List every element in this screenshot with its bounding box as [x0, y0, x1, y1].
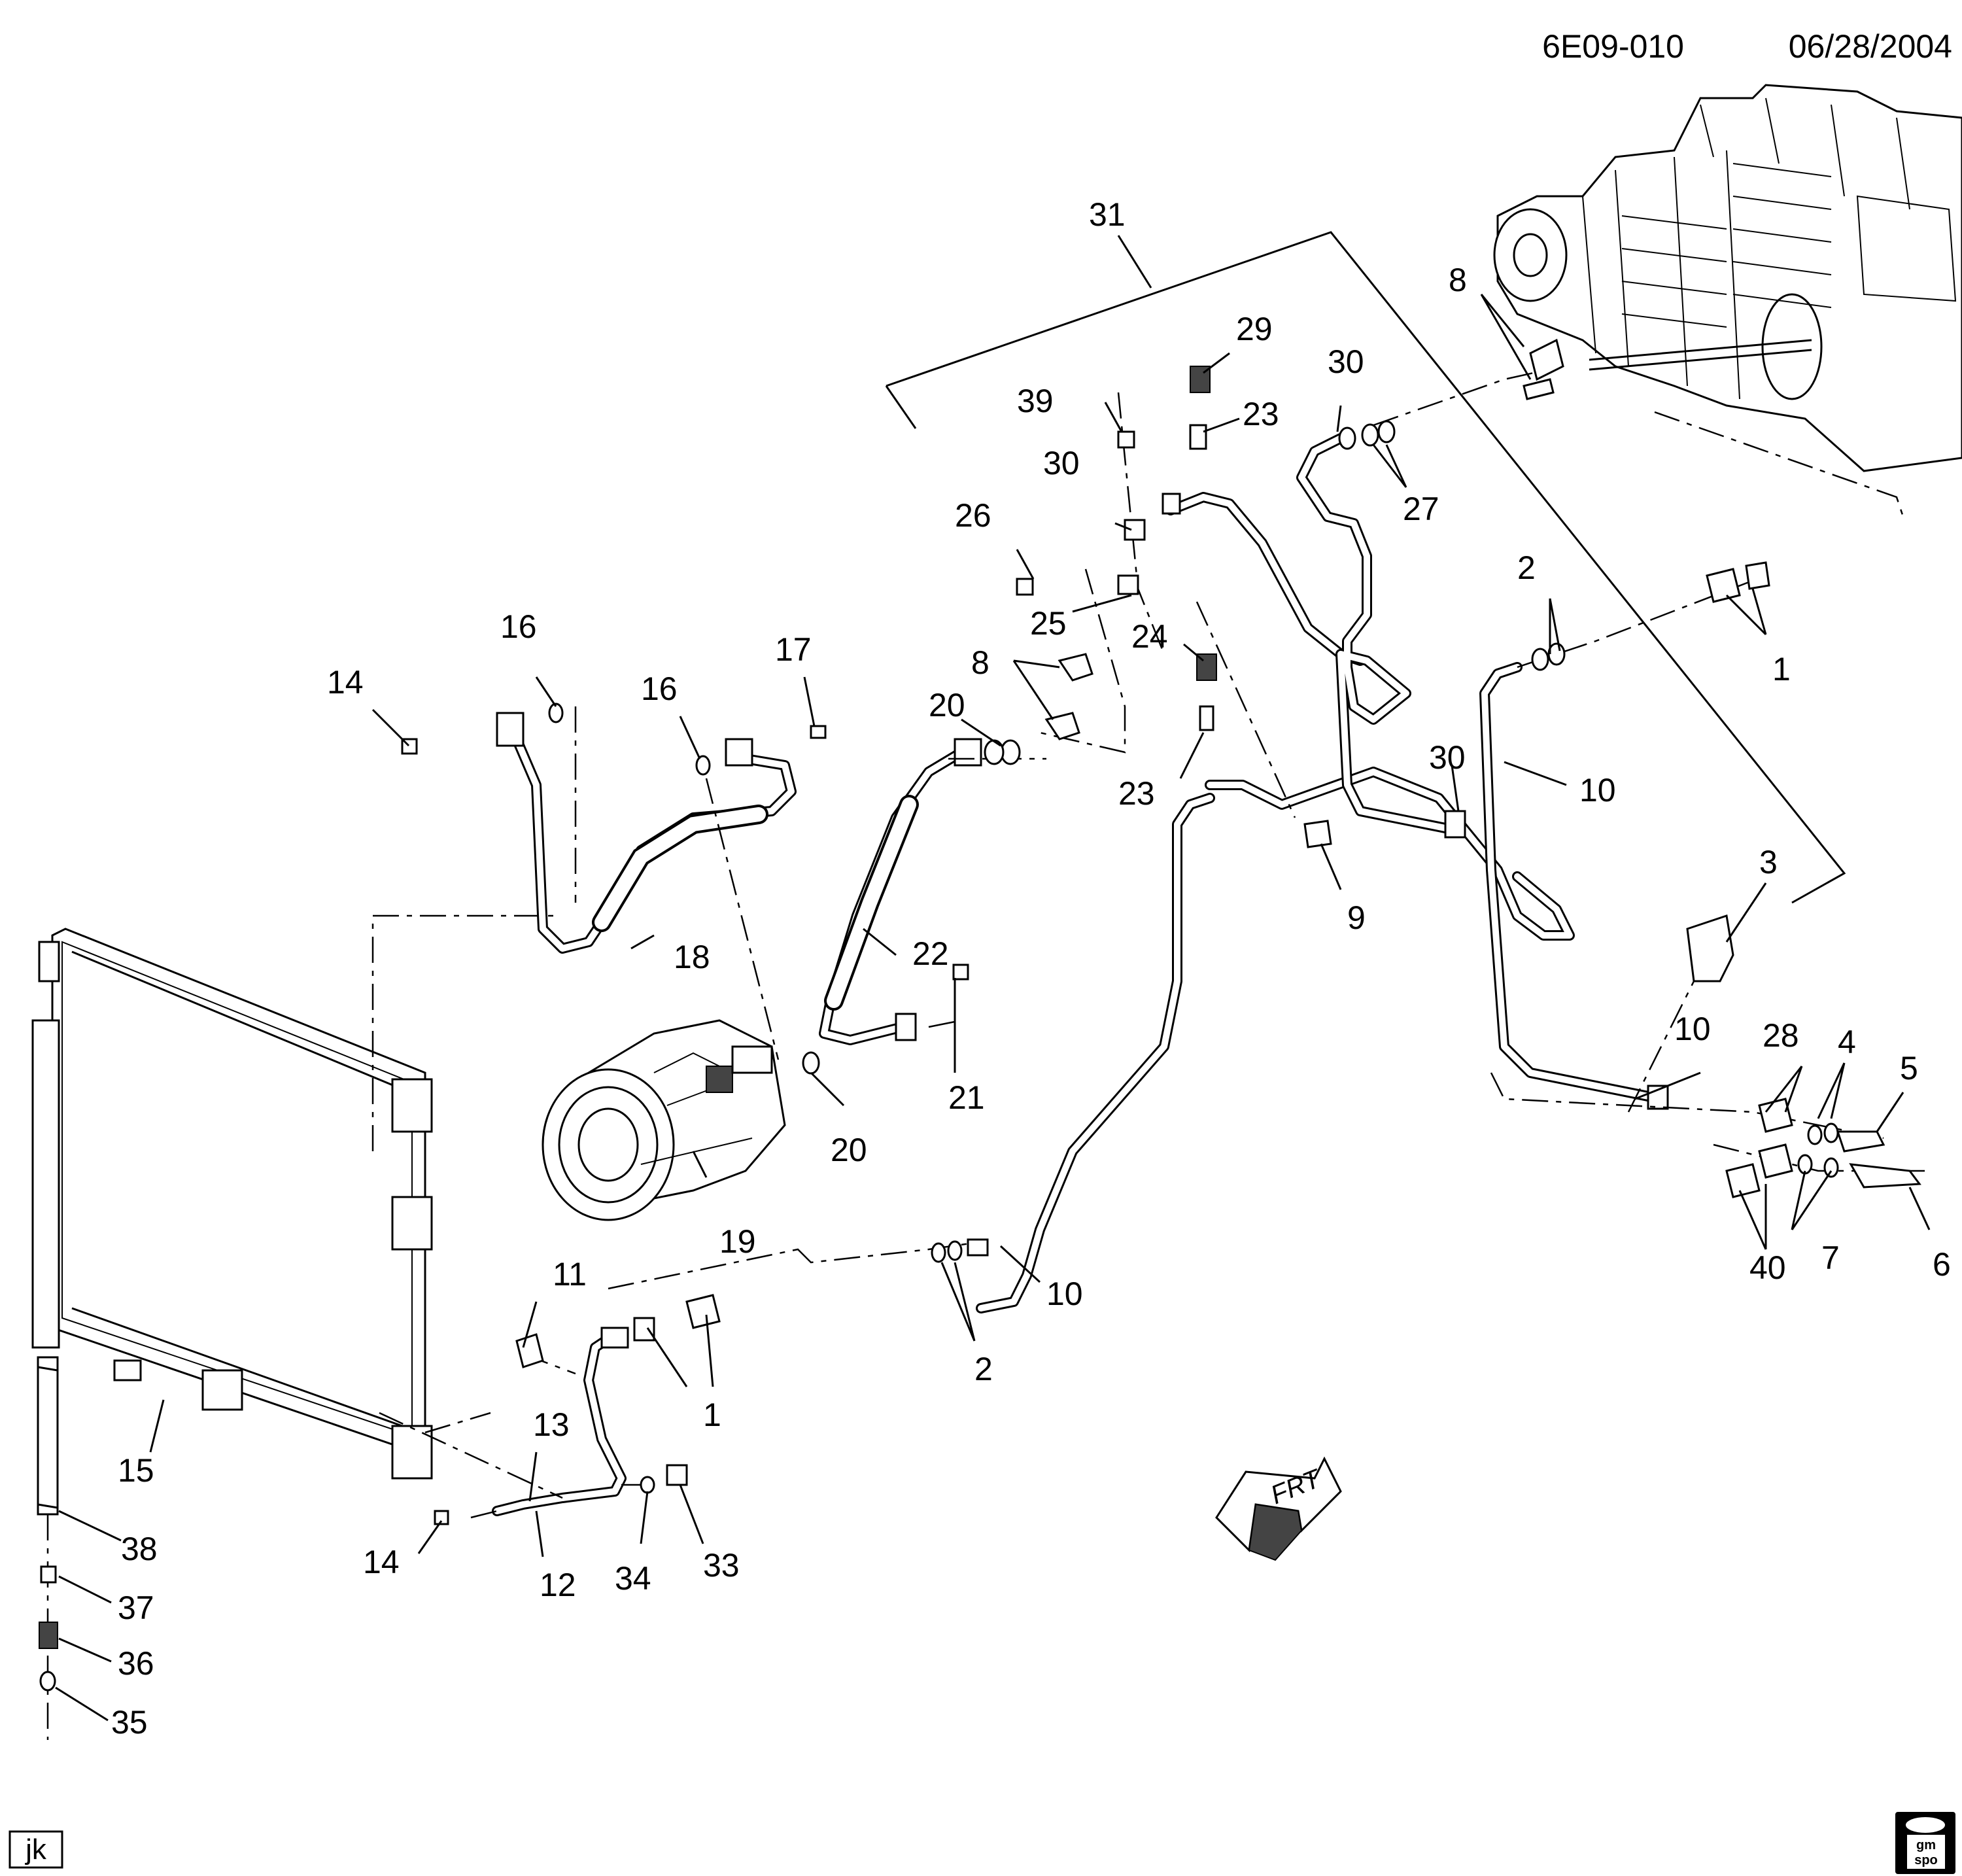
callout-2: 2	[1517, 549, 1536, 586]
callout-39: 39	[1017, 383, 1054, 419]
logo-line2: spo	[1914, 1853, 1938, 1867]
hvac-module	[1493, 84, 1962, 472]
condenser	[31, 928, 433, 1480]
callout-16: 16	[641, 670, 678, 707]
callout-37: 37	[118, 1589, 154, 1626]
front-direction-arrow-icon: FRT	[1215, 1456, 1342, 1561]
callout-30: 30	[1043, 445, 1080, 481]
callout-13: 13	[533, 1406, 570, 1443]
initials-stamp: jk	[9, 1830, 63, 1869]
callout-8: 8	[1449, 262, 1467, 298]
callout-20: 20	[831, 1132, 867, 1168]
callout-33: 33	[703, 1547, 740, 1584]
plug-36	[39, 1622, 58, 1649]
callout-14: 14	[363, 1544, 400, 1580]
diagram-date: 06/28/2004	[1789, 28, 1952, 65]
callout-18: 18	[674, 939, 710, 975]
callout-19: 19	[719, 1223, 756, 1260]
initials: jk	[24, 1833, 47, 1866]
callouts: 1 1 2 2 3 4 5 6 7 8 8 9 10 10 10 11 12 1…	[111, 196, 1951, 1741]
callout-27: 27	[1403, 491, 1439, 527]
fitting-18a	[496, 712, 525, 747]
callout-36: 36	[118, 1645, 154, 1682]
callout-15: 15	[118, 1452, 154, 1489]
callout-3: 3	[1759, 844, 1778, 880]
logo-line1: gm	[1916, 1838, 1936, 1852]
callout-8: 8	[971, 644, 990, 681]
callout-35: 35	[111, 1704, 148, 1741]
leader-lines	[55, 294, 1931, 1722]
callout-34: 34	[615, 1560, 651, 1597]
callout-10: 10	[1046, 1276, 1083, 1312]
callout-7: 7	[1821, 1240, 1840, 1276]
callout-1: 1	[703, 1397, 721, 1433]
gm-spo-logo-icon: gm spo	[1895, 1812, 1955, 1874]
callout-28: 28	[1763, 1017, 1799, 1054]
callout-2: 2	[974, 1351, 993, 1387]
callout-38: 38	[121, 1531, 158, 1567]
callout-16: 16	[500, 608, 537, 645]
diagram-id: 6E09-010	[1542, 28, 1684, 65]
callout-24: 24	[1131, 618, 1168, 655]
callout-20: 20	[929, 687, 965, 723]
callout-5: 5	[1900, 1050, 1918, 1086]
callout-4: 4	[1838, 1024, 1856, 1060]
callout-30: 30	[1328, 343, 1364, 380]
callout-23: 23	[1118, 775, 1155, 812]
fitting-22	[954, 738, 982, 767]
callout-11: 11	[553, 1256, 587, 1293]
callout-21: 21	[948, 1079, 985, 1116]
fitting-18b	[725, 738, 753, 767]
callout-22: 22	[912, 935, 949, 972]
callout-10: 10	[1674, 1011, 1711, 1047]
callout-29: 29	[1236, 311, 1273, 347]
callout-31: 31	[1089, 196, 1126, 233]
callout-40: 40	[1749, 1249, 1786, 1286]
callout-6: 6	[1933, 1246, 1951, 1283]
seal-37	[40, 1565, 57, 1584]
o-ring-35	[39, 1671, 56, 1692]
line-10-right	[1479, 662, 1666, 1104]
small-parts	[401, 338, 1921, 1525]
callout-17: 17	[775, 631, 812, 668]
callout-9: 9	[1347, 899, 1366, 936]
ac-compressor	[542, 1019, 786, 1221]
bracket-31	[886, 231, 1846, 904]
hvac-leader	[1654, 411, 1904, 517]
callout-30: 30	[1429, 739, 1466, 776]
callout-1: 1	[1772, 651, 1791, 687]
callout-23: 23	[1243, 396, 1279, 432]
callout-25: 25	[1030, 605, 1067, 642]
callout-10: 10	[1579, 772, 1616, 808]
callout-12: 12	[540, 1567, 576, 1603]
callout-26: 26	[955, 497, 991, 534]
callout-14: 14	[327, 664, 364, 701]
receiver-dryer-desiccant	[37, 1356, 59, 1516]
